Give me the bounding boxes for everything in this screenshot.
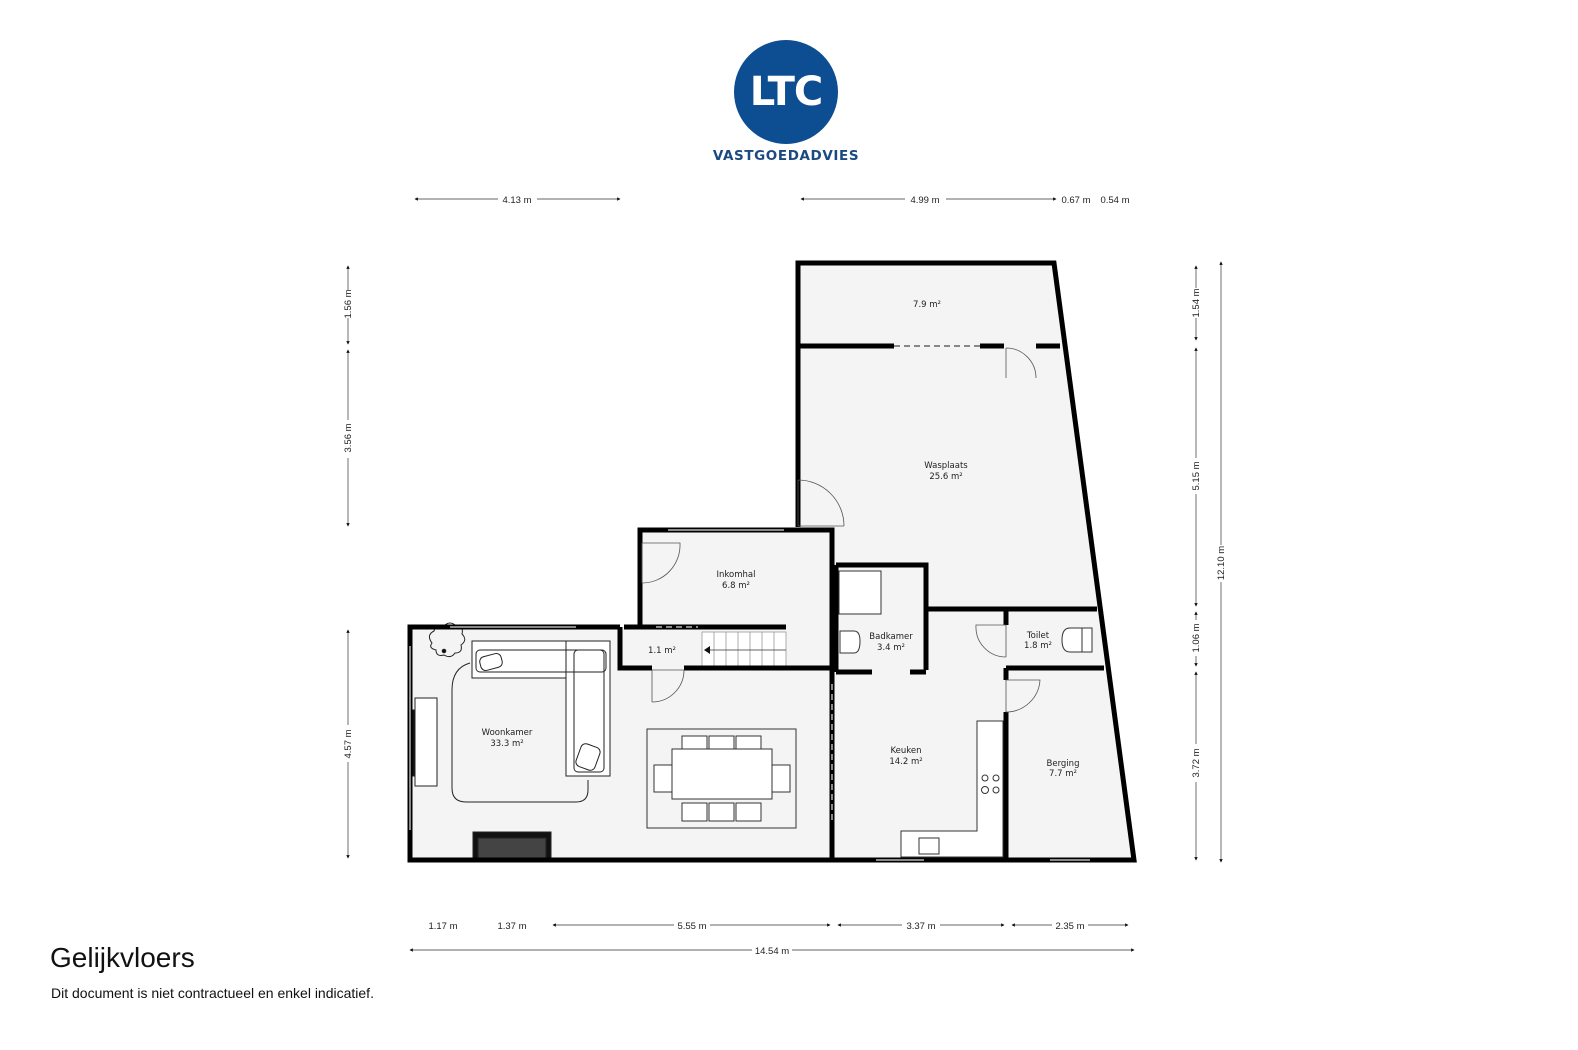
brand-tagline: VASTGOEDADVIES	[712, 148, 860, 164]
dimension-lines	[346, 197, 1223, 952]
logo-text: LTC	[749, 69, 824, 115]
room-name: Toilet	[1026, 631, 1050, 641]
door-arc	[1005, 347, 1037, 379]
kitchen-counter	[900, 720, 1004, 858]
dim-right: 3.72 m	[1191, 748, 1202, 777]
furniture-woonkamer	[409, 622, 611, 861]
dim-top: 0.54 m	[1100, 195, 1129, 206]
door-arc	[651, 669, 685, 703]
room-name: Keuken	[890, 746, 921, 756]
doors	[641, 347, 1041, 713]
dim-bottom: 2.35 m	[1055, 921, 1084, 932]
dim-bottom-total: 14.54 m	[755, 946, 789, 957]
dim-right: 5.15 m	[1191, 461, 1202, 490]
sink	[839, 630, 861, 654]
room-name: Wasplaats	[924, 461, 968, 471]
dim-right: 1.54 m	[1191, 288, 1202, 317]
room-area: 3.4 m²	[877, 643, 905, 653]
staircase	[701, 631, 787, 669]
disclaimer: Dit document is niet contractueel en enk…	[51, 985, 374, 1001]
room-area: 14.2 m²	[889, 757, 922, 767]
dim-top: 4.13 m	[502, 195, 531, 206]
door-arc	[1005, 679, 1041, 713]
room-name: Berging	[1047, 759, 1080, 769]
dim-right-total: 12.10 m	[1216, 546, 1227, 580]
dim-left: 4.57 m	[343, 729, 354, 758]
dimension-labels: 4.13 m 4.99 m 0.67 m 0.54 m 1.56 m 3.56 …	[343, 195, 1227, 957]
room-area: 7.7 m²	[1049, 769, 1077, 779]
room-labels: 7.9 m² Wasplaats 25.6 m² Inkomhal 6.8 m²…	[482, 300, 1080, 779]
dim-bottom: 3.37 m	[906, 921, 935, 932]
room-name: Woonkamer	[482, 728, 533, 738]
room-name: Badkamer	[869, 632, 913, 642]
dim-top: 0.67 m	[1061, 195, 1090, 206]
room-name: Inkomhal	[717, 570, 756, 580]
floor-title: Gelijkvloers	[50, 942, 195, 973]
dim-left: 1.56 m	[343, 289, 354, 318]
room-area: 25.6 m²	[929, 472, 962, 482]
dim-left: 3.56 m	[343, 423, 354, 452]
dim-bottom: 5.55 m	[677, 921, 706, 932]
dim-bottom: 1.17 m	[428, 921, 457, 932]
dim-right: 1.06 m	[1191, 623, 1202, 652]
room-area: 6.8 m²	[722, 581, 750, 591]
tv-stand	[414, 697, 438, 787]
room-area: 1.1 m²	[648, 646, 676, 656]
fixtures	[838, 570, 1093, 858]
ltc-logo-circle: LTC	[734, 40, 838, 144]
room-area: 33.3 m²	[490, 739, 523, 749]
dim-bottom: 1.37 m	[497, 921, 526, 932]
windows	[409, 345, 1090, 861]
rug	[451, 662, 589, 803]
door-arc	[975, 624, 1007, 658]
room-area: 7.9 m²	[913, 300, 941, 310]
dim-top: 4.99 m	[910, 195, 939, 206]
door-arc	[641, 542, 681, 584]
room-area: 1.8 m²	[1024, 641, 1052, 651]
shower	[838, 570, 882, 615]
door-arc	[797, 479, 845, 527]
walls	[407, 260, 1137, 863]
dining-table	[646, 728, 797, 829]
